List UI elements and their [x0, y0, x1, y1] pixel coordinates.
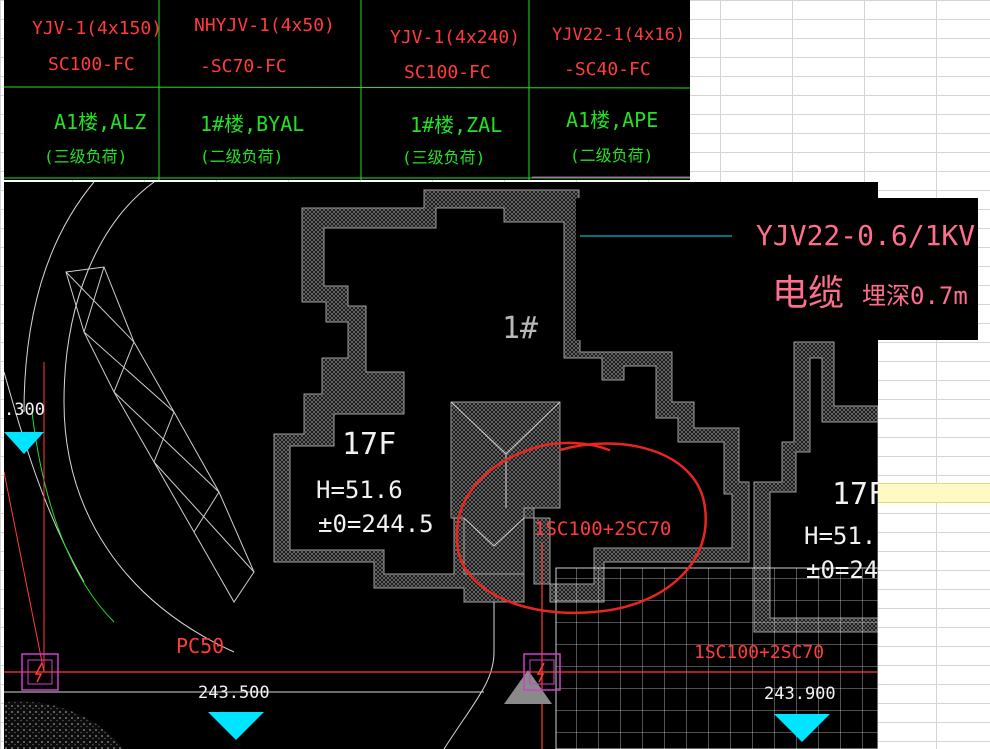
cable-table-grid [4, 0, 690, 180]
cable-spec-line1: NHYJV-1(4x50) [194, 15, 335, 36]
cable-spec-line2: -SC70-FC [200, 56, 287, 77]
building-panel-label: A1楼,APE [566, 108, 659, 132]
cable-spec-line2: SC100-FC [48, 54, 135, 75]
cable-schedule-image[interactable]: YJV-1(4x150) SC100-FC A1楼,ALZ (三级负荷) NHY… [4, 0, 690, 180]
pipe-spec-label: PC50 [176, 634, 225, 658]
site-plan-image[interactable]: 1# 17F H=51.6 ±0=244.5 17F H=51. ±0=24 1… [4, 182, 878, 749]
floor-count-label: 17F [832, 477, 878, 512]
selected-row-highlight [878, 483, 990, 503]
cable-spec-line1: YJV22-1(4x16) [552, 25, 686, 45]
triangle-marker-icon [208, 712, 264, 740]
triangle-marker-icon [774, 714, 830, 742]
load-class-label: (三级负荷) [44, 147, 128, 166]
burial-depth-label: 埋深0.7m [862, 282, 968, 310]
conduit-spec-label: 1SC100+2SC70 [534, 518, 672, 540]
cable-name-label: 电缆 [772, 273, 845, 314]
cable-note-image[interactable]: YJV22-0.6/1KV 电缆 埋深0.7m [576, 198, 978, 340]
level-value-label: .300 [4, 400, 45, 420]
building-panel-label: 1#楼,BYAL [200, 112, 305, 136]
conduit-spec-label: 1SC100+2SC70 [694, 642, 825, 663]
building-number-label: 1# [502, 311, 539, 346]
load-class-label: (二级负荷) [200, 147, 284, 166]
building-panel-label: 1#楼,ZAL [410, 113, 503, 137]
ground-elevation-label: ±0=244.5 [318, 510, 434, 538]
cable-type-label: YJV22-0.6/1KV [756, 219, 976, 252]
electric-box-icon [21, 653, 59, 691]
building-height-label: H=51. [804, 522, 877, 550]
level-value-label: 243.500 [198, 683, 270, 703]
building-panel-label: A1楼,ALZ [54, 110, 147, 134]
cable-spec-line2: SC100-FC [404, 62, 491, 83]
load-class-label: (三级负荷) [402, 148, 486, 167]
cable-spec-line1: YJV-1(4x150) [32, 18, 163, 39]
note-leader-line [580, 235, 732, 237]
load-class-label: (二级负荷) [570, 146, 654, 165]
ground-elevation-label: ±0=24 [806, 556, 878, 584]
triangle-marker-icon [4, 432, 44, 454]
level-value-label: 243.900 [764, 684, 836, 704]
building-height-label: H=51.6 [316, 476, 403, 504]
cable-spec-line2: -SC40-FC [564, 59, 651, 80]
site-plan-drawing [4, 182, 878, 749]
floor-count-label: 17F [342, 427, 397, 462]
cable-spec-line1: YJV-1(4x240) [390, 27, 521, 48]
electric-box-icon [523, 653, 561, 691]
